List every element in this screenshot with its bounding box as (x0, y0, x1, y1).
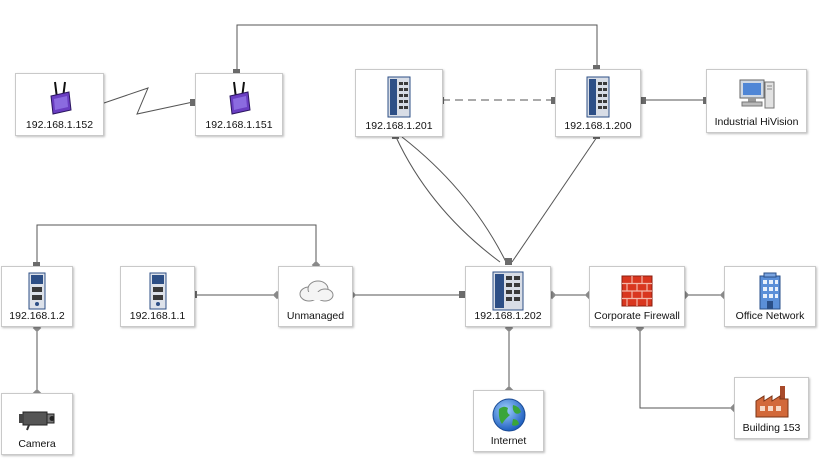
node-camera[interactable]: Camera (1, 393, 73, 455)
node-label: Corporate Firewall (594, 310, 680, 322)
node-unmanaged[interactable]: Unmanaged (278, 266, 353, 327)
node-building-153[interactable]: Building 153 (734, 377, 809, 439)
factory-icon (735, 382, 808, 422)
wireless-access-point-icon (16, 78, 103, 118)
node-192-168-1-202[interactable]: 192.168.1.202 (465, 266, 551, 327)
node-label: Camera (18, 438, 56, 450)
port (639, 97, 646, 104)
port (233, 69, 240, 76)
link-151-200 (236, 24, 598, 73)
node-corporate-firewall[interactable]: Corporate Firewall (589, 266, 685, 327)
node-192-168-1-2[interactable]: 192.168.1.2 (1, 266, 73, 327)
cloud-icon (279, 271, 352, 311)
link-152-151-wireless (103, 87, 194, 115)
node-label: 192.168.1.202 (474, 310, 542, 322)
node-192-168-1-151[interactable]: 192.168.1.151 (195, 73, 283, 136)
node-label: 192.168.1.152 (25, 119, 94, 131)
computer-icon (707, 74, 806, 114)
node-label: Office Network (735, 310, 805, 322)
link-201-202-a (395, 136, 501, 263)
managed-switch-icon (356, 74, 442, 120)
node-label: Internet (490, 435, 527, 447)
node-label: 192.168.1.151 (205, 119, 273, 131)
port (593, 65, 600, 72)
link-200-202 (511, 136, 598, 263)
node-label: 192.168.1.2 (9, 310, 65, 322)
building-icon (725, 271, 815, 311)
managed-switch-icon (556, 74, 640, 120)
port (33, 262, 40, 269)
node-office-network[interactable]: Office Network (724, 266, 816, 327)
globe-icon (474, 395, 543, 435)
node-label: 192.168.1.201 (365, 120, 433, 132)
port (190, 99, 197, 106)
node-192-168-1-1[interactable]: 192.168.1.1 (120, 266, 195, 327)
node-label: 192.168.1.200 (564, 120, 632, 132)
node-192-168-1-201[interactable]: 192.168.1.201 (355, 69, 443, 137)
node-label: 192.168.1.1 (129, 310, 186, 322)
node-label: Unmanaged (286, 310, 345, 322)
node-internet[interactable]: Internet (473, 390, 544, 452)
node-192-168-1-152[interactable]: 192.168.1.152 (15, 73, 104, 136)
port (551, 97, 558, 104)
link-2-unmanaged (36, 224, 317, 266)
managed-switch-icon (466, 271, 550, 311)
firewall-icon (590, 271, 684, 311)
node-label: Building 153 (742, 422, 801, 434)
rail-switch-icon (2, 271, 72, 311)
port (459, 291, 466, 298)
wireless-access-point-icon (196, 78, 282, 118)
node-192-168-1-200[interactable]: 192.168.1.200 (555, 69, 641, 137)
link-firewall-building153 (639, 328, 734, 409)
camera-icon (2, 398, 72, 438)
rail-switch-icon (121, 271, 194, 311)
node-label: Industrial HiVision (714, 116, 799, 128)
link-201-202-b (401, 136, 507, 263)
node-industrial-hivision[interactable]: Industrial HiVision (706, 69, 807, 133)
port (505, 258, 512, 265)
